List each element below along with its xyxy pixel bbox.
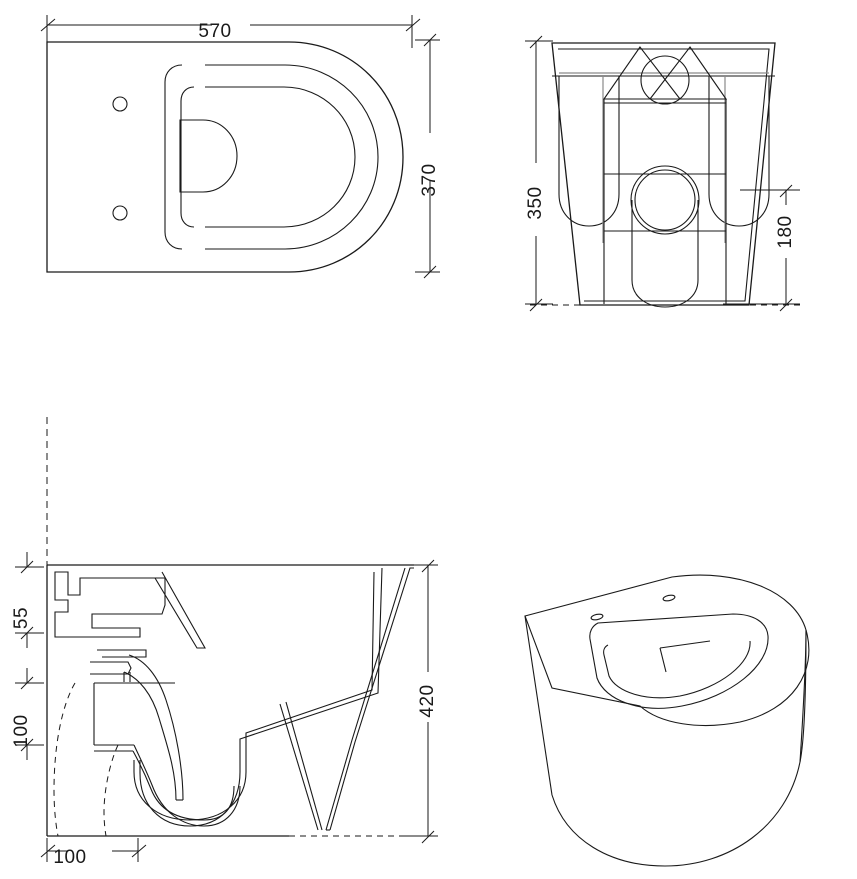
front-height-label: 350 <box>525 186 546 219</box>
side-trap-inner <box>132 750 235 821</box>
side-top-offset-dimension <box>15 552 44 648</box>
side-hidden-outline-2 <box>103 744 119 837</box>
side-top-offset-label: 55 <box>11 607 32 629</box>
side-right-slope-outer <box>329 567 414 831</box>
front-lower-label: 180 <box>775 215 796 248</box>
front-left-column <box>558 76 620 227</box>
front-height-dimension <box>525 35 553 312</box>
side-hidden-outline-1 <box>53 682 76 837</box>
side-outlet-dimension <box>40 838 147 862</box>
persp-top-surface <box>524 574 810 727</box>
persp-flush-line <box>659 640 711 649</box>
side-rim-detail <box>54 571 166 638</box>
side-trap-outer <box>133 744 241 827</box>
front-lower-pedestal <box>631 200 699 308</box>
side-v-chamber-left <box>279 703 319 831</box>
front-center-circle-outer <box>630 165 700 235</box>
side-shoulder-outer <box>139 567 383 827</box>
front-view: 350 180 <box>525 35 800 312</box>
side-rim-flange <box>154 571 206 649</box>
side-mid-offset-label: 100 <box>11 714 32 747</box>
front-outer-body <box>551 42 776 306</box>
side-height-label: 420 <box>417 684 438 717</box>
plan-width-dimension <box>40 15 421 48</box>
persp-body-front <box>551 629 807 867</box>
front-right-fin <box>648 46 728 100</box>
plan-bowl-opening <box>205 86 356 228</box>
plan-width-label: 570 <box>198 21 231 42</box>
persp-seat-inner <box>603 640 751 699</box>
section-side-view: 55 100 420 <box>11 417 438 868</box>
persp-left-edge <box>524 615 553 796</box>
front-center-circle-inner <box>634 169 696 231</box>
persp-fixing-hole-left <box>590 613 604 621</box>
persp-right-edge <box>799 629 807 763</box>
plan-depth-label: 370 <box>419 163 440 196</box>
plan-bowl-opening-left <box>180 86 195 228</box>
side-bowl-wall-outer <box>128 654 184 801</box>
front-upper-circle <box>640 55 690 105</box>
side-v-chamber-right <box>285 701 323 831</box>
side-right-slope-inner <box>325 567 406 831</box>
front-left-fin <box>602 46 682 100</box>
plan-flush-feature <box>179 119 238 193</box>
plan-rim-outline <box>205 64 379 250</box>
side-rim-inner <box>97 649 147 658</box>
front-right-column <box>708 76 770 227</box>
plan-view: 570 370 <box>40 15 440 279</box>
front-center-cavity <box>603 99 727 304</box>
plan-seat-opening <box>164 64 183 250</box>
side-bowl-wall-inner <box>123 671 177 801</box>
side-shoulder-inner <box>133 571 375 821</box>
side-outlet-label: 100 <box>53 847 86 868</box>
persp-flush-line2 <box>659 647 667 673</box>
plan-fixing-hole-bottom <box>112 205 128 221</box>
plan-fixing-hole-top <box>112 96 128 112</box>
side-height-dimension <box>405 559 438 844</box>
side-mid-offset-dimension <box>15 668 44 760</box>
perspective-view <box>524 574 810 867</box>
plan-outer-outline <box>46 41 404 273</box>
side-chamber-notch <box>123 672 131 682</box>
plan-depth-dimension <box>415 33 440 279</box>
side-rim-inner2 <box>90 661 132 675</box>
persp-seat-outer <box>589 613 769 709</box>
persp-fixing-hole-right <box>662 594 676 602</box>
front-outer-body-inner <box>558 48 770 302</box>
